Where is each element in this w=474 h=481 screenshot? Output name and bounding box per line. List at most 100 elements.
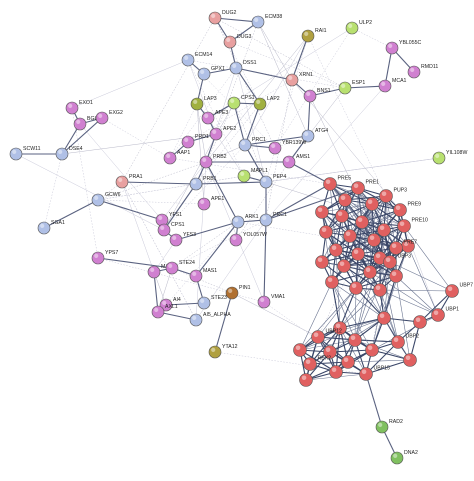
node-pre5-circle[interactable] bbox=[323, 177, 337, 191]
proteasome-node-16-circle[interactable] bbox=[349, 281, 363, 295]
node-prb1[interactable]: PRB1 bbox=[189, 176, 217, 191]
node-ecm38-circle[interactable] bbox=[251, 15, 265, 29]
node-mas1[interactable]: MAS1 bbox=[189, 268, 217, 283]
node-rad2[interactable]: RAD2 bbox=[375, 419, 403, 434]
proteasome-node-29-circle[interactable] bbox=[413, 315, 427, 329]
node-ai4[interactable]: AI4 bbox=[159, 297, 181, 312]
node-rex2[interactable]: REX2 bbox=[303, 356, 332, 371]
node-pre10-circle[interactable] bbox=[397, 219, 411, 233]
node-ecm38[interactable]: ECM38 bbox=[251, 14, 282, 29]
node-ubp7-circle[interactable] bbox=[445, 284, 459, 298]
node-pre9[interactable]: PRE9 bbox=[393, 202, 422, 217]
node-yfs3[interactable]: YFS3 bbox=[169, 232, 196, 247]
proteasome-node-21[interactable] bbox=[323, 345, 337, 359]
node-ulp2-circle[interactable] bbox=[345, 21, 359, 35]
proteasome-node-4-circle[interactable] bbox=[355, 215, 369, 229]
proteasome-node-30[interactable] bbox=[403, 353, 417, 367]
node-prb1-circle[interactable] bbox=[189, 177, 203, 191]
node-cps1-circle[interactable] bbox=[227, 96, 241, 110]
node-exo1-circle[interactable] bbox=[65, 101, 79, 115]
node-gpx1-circle[interactable] bbox=[197, 67, 211, 81]
node-ai5_alpha-circle[interactable] bbox=[189, 313, 203, 327]
node-pup3-circle[interactable] bbox=[379, 189, 393, 203]
node-ste24[interactable]: STE24 bbox=[165, 260, 195, 275]
node-ubp12[interactable]: UBP12 bbox=[311, 329, 343, 344]
node-ams1[interactable]: AMS1 bbox=[282, 154, 310, 169]
node-esp1[interactable]: ESP1 bbox=[338, 80, 365, 95]
node-ubp3-circle[interactable] bbox=[383, 255, 397, 269]
node-ubp7[interactable]: UBP7 bbox=[445, 283, 474, 298]
proteasome-node-1-circle[interactable] bbox=[365, 197, 379, 211]
node-dug3[interactable]: DUG3 bbox=[223, 34, 252, 49]
proteasome-node-23-circle[interactable] bbox=[365, 343, 379, 357]
node-ste23-circle[interactable] bbox=[197, 296, 211, 310]
node-ark1-circle[interactable] bbox=[231, 215, 245, 229]
node-ybr139w-circle[interactable] bbox=[268, 141, 282, 155]
node-pup3[interactable]: PUP3 bbox=[379, 188, 408, 203]
node-bgl2[interactable]: BGL2 bbox=[73, 116, 100, 131]
node-pra1[interactable]: PRA1 bbox=[115, 174, 143, 189]
proteasome-node-1[interactable] bbox=[365, 197, 379, 211]
node-ybr139w[interactable]: YBR139W bbox=[268, 140, 306, 155]
proteasome-node-5-circle[interactable] bbox=[377, 223, 391, 237]
node-axl1[interactable]: AXL1 bbox=[151, 304, 178, 319]
node-gcw6[interactable]: GCW6 bbox=[91, 192, 121, 207]
proteasome-node-10-circle[interactable] bbox=[351, 247, 365, 261]
proteasome-node-15-circle[interactable] bbox=[325, 275, 339, 289]
node-ubp1-circle[interactable] bbox=[431, 308, 445, 322]
node-scw11[interactable]: SCW11 bbox=[9, 146, 41, 161]
node-ubp12-circle[interactable] bbox=[311, 330, 325, 344]
node-ubp2-circle[interactable] bbox=[391, 335, 405, 349]
proteasome-node-13[interactable] bbox=[337, 259, 351, 273]
node-pra1-circle[interactable] bbox=[115, 175, 129, 189]
node-bns1-circle[interactable] bbox=[303, 89, 317, 103]
proteasome-node-10[interactable] bbox=[351, 247, 365, 261]
proteasome-node-7[interactable] bbox=[343, 229, 357, 243]
proteasome-node-8-circle[interactable] bbox=[367, 233, 381, 247]
node-dug3-circle[interactable] bbox=[223, 35, 237, 49]
proteasome-node-22-circle[interactable] bbox=[341, 355, 355, 369]
node-pre10[interactable]: PRE10 bbox=[397, 218, 429, 233]
node-cps1[interactable]: CPS1 bbox=[227, 95, 255, 110]
proteasome-node-3-circle[interactable] bbox=[335, 209, 349, 223]
node-xrn1[interactable]: XRN1 bbox=[285, 72, 313, 87]
proteasome-node-22[interactable] bbox=[341, 355, 355, 369]
node-pin1-circle[interactable] bbox=[225, 286, 239, 300]
node-mca1[interactable]: MCA1 bbox=[378, 78, 407, 93]
proteasome-node-16[interactable] bbox=[349, 281, 363, 295]
node-yol057w-circle[interactable] bbox=[229, 233, 243, 247]
node-rmd11-circle[interactable] bbox=[407, 65, 421, 79]
proteasome-node-14-circle[interactable] bbox=[363, 265, 377, 279]
node-lap2[interactable]: LAP2 bbox=[253, 96, 280, 111]
node-atg4-circle[interactable] bbox=[301, 129, 315, 143]
node-bns1[interactable]: BNS1 bbox=[303, 88, 331, 103]
node-dug2-circle[interactable] bbox=[208, 11, 222, 25]
proteasome-node-12-circle[interactable] bbox=[315, 255, 329, 269]
node-aap1[interactable]: AAP1 bbox=[163, 150, 190, 165]
node-ape3-circle[interactable] bbox=[201, 111, 215, 125]
proteasome-node-6-circle[interactable] bbox=[319, 225, 333, 239]
node-prc1[interactable]: PRC1 bbox=[259, 212, 287, 227]
proteasome-node-18[interactable] bbox=[389, 269, 403, 283]
node-yil108w[interactable]: YIL108W bbox=[432, 150, 467, 165]
node-pep4-circle[interactable] bbox=[259, 175, 273, 189]
node-prc1_top-circle[interactable] bbox=[238, 138, 252, 152]
node-mas2-circle[interactable] bbox=[147, 265, 161, 279]
proteasome-node-27-circle[interactable] bbox=[333, 321, 347, 335]
node-lap3[interactable]: LAP3 bbox=[190, 96, 217, 111]
proteasome-node-14[interactable] bbox=[363, 265, 377, 279]
node-ubp2[interactable]: UBP2 bbox=[391, 334, 420, 349]
node-gcw6-circle[interactable] bbox=[91, 193, 105, 207]
node-vma1[interactable]: VMA1 bbox=[257, 294, 285, 309]
node-yta12-circle[interactable] bbox=[208, 345, 222, 359]
node-vma1-circle[interactable] bbox=[257, 295, 271, 309]
proteasome-node-20[interactable] bbox=[293, 343, 307, 357]
node-dug2[interactable]: DUG2 bbox=[208, 10, 237, 25]
node-ubp3[interactable]: UBP3 bbox=[383, 254, 412, 269]
proteasome-node-23[interactable] bbox=[365, 343, 379, 357]
node-ape3[interactable]: APE3 bbox=[201, 110, 228, 125]
proteasome-node-3[interactable] bbox=[335, 209, 349, 223]
node-exg2-circle[interactable] bbox=[95, 111, 109, 125]
proteasome-node-8[interactable] bbox=[367, 233, 381, 247]
proteasome-node-4[interactable] bbox=[355, 215, 369, 229]
